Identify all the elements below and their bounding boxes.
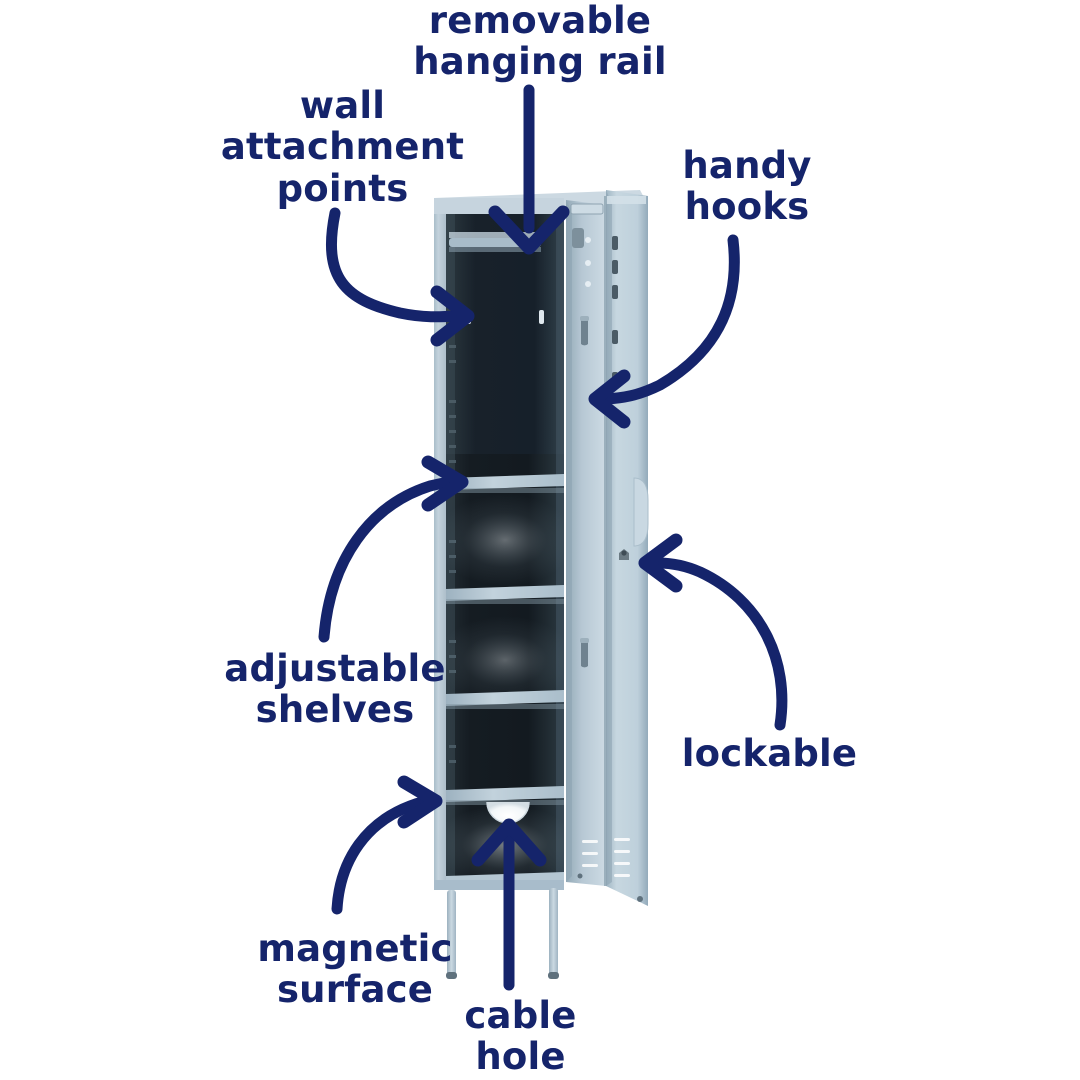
label-cable-hole: cable hole	[464, 994, 577, 1079]
label-wall-attachment-points: wall attachment points	[220, 84, 465, 210]
label-magnetic-surface: magnetic surface	[257, 927, 453, 1012]
door-lock	[619, 549, 629, 560]
label-removable-hanging-rail: removable hanging rail	[413, 0, 667, 84]
label-handy-hooks: handy hooks	[682, 144, 812, 229]
adjustable-shelves	[446, 474, 564, 805]
locker-door-inner-face	[566, 200, 606, 886]
label-adjustable-shelves: adjustable shelves	[224, 647, 446, 732]
label-lockable: lockable	[681, 732, 858, 775]
locker-door-outer-face	[606, 190, 649, 906]
locker-legs	[446, 888, 559, 979]
hanging-rail	[449, 232, 541, 252]
handy-hooks	[580, 316, 589, 668]
